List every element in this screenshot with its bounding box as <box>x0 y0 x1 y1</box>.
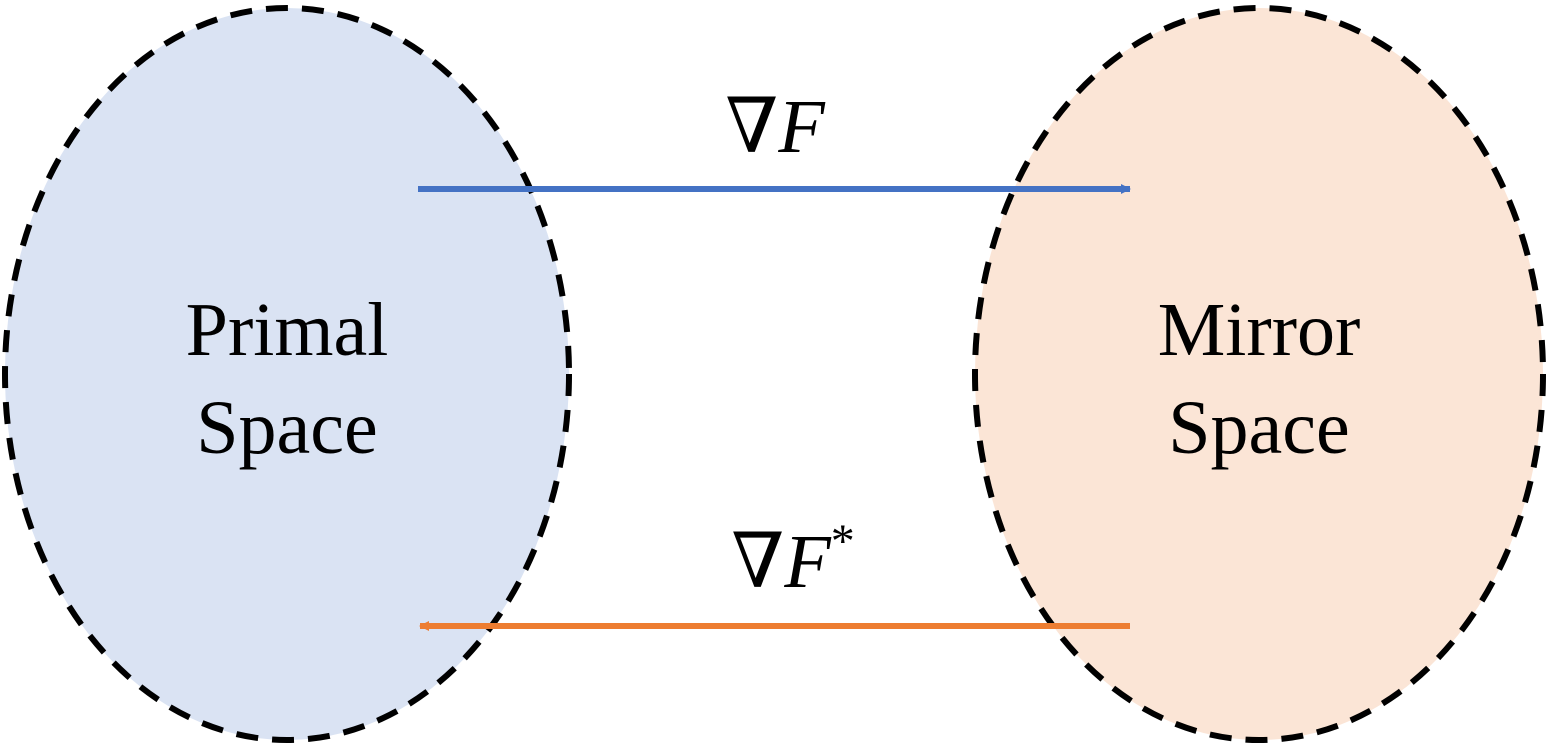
primal-space-ellipse <box>2 5 572 743</box>
forward-map-label: ∇F <box>725 85 826 169</box>
nabla-symbol: ∇ <box>725 85 778 169</box>
mirror-space-label-line2: Space <box>1168 386 1349 470</box>
nabla-symbol: ∇ <box>731 520 784 604</box>
mirror-space-label-line1: Mirror <box>1158 288 1361 372</box>
mirror-space-ellipse <box>972 5 1546 743</box>
function-symbol: F <box>777 85 826 169</box>
primal-space-label-line1: Primal <box>186 288 389 372</box>
conjugate-superscript: * <box>831 515 855 568</box>
function-symbol: F <box>783 520 832 604</box>
primal-space-label-line2: Space <box>196 386 377 470</box>
backward-map-label: ∇F* <box>731 515 855 604</box>
